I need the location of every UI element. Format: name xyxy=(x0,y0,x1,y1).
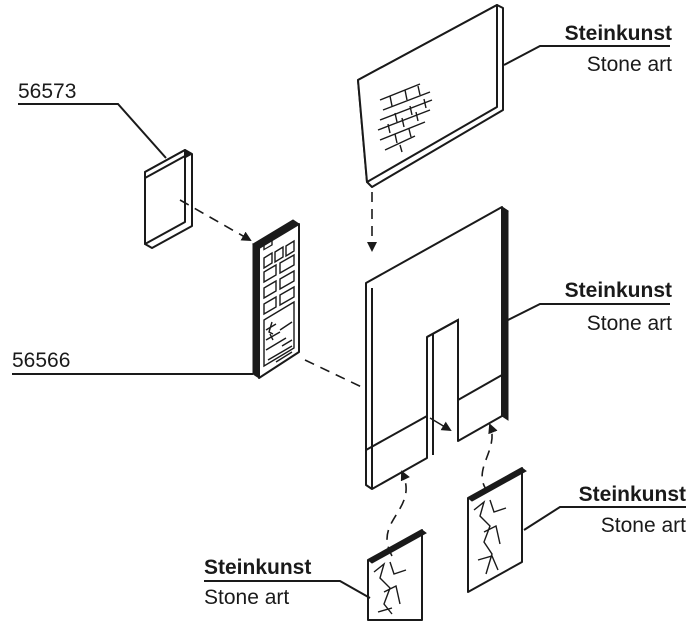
panel-56573 xyxy=(143,149,194,249)
label-mid-right-de: Steinkunst xyxy=(565,279,672,302)
stone-patch-bottom-left xyxy=(367,529,427,621)
label-top-right-en: Stone art xyxy=(587,53,672,76)
door-56566 xyxy=(252,219,300,379)
label-56573: 56573 xyxy=(18,80,76,103)
leader-top-right xyxy=(503,45,670,66)
assembly-arrow-panel xyxy=(179,199,252,241)
label-bottom-right-de: Steinkunst xyxy=(579,483,686,506)
arrow-opening xyxy=(429,417,452,432)
label-bottom-right-en: Stone art xyxy=(601,514,686,537)
assembly-arrow-bottom-right xyxy=(481,423,498,493)
stone-art-sheet-top xyxy=(357,4,504,188)
wall-with-opening xyxy=(365,206,509,490)
stone-patch-bottom-right xyxy=(467,467,527,593)
label-bottom-left-en: Stone art xyxy=(204,586,289,609)
label-top-right-de: Steinkunst xyxy=(565,22,672,45)
assembly-arrow-door xyxy=(304,359,369,391)
brick-pattern xyxy=(377,83,433,153)
door-windows xyxy=(263,233,273,251)
label-bottom-left-de: Steinkunst xyxy=(204,556,311,579)
leader-bottom-right xyxy=(523,506,686,531)
assembly-arrow-bottom-left xyxy=(386,470,410,557)
leader-mid-right xyxy=(507,303,670,321)
label-56566: 56566 xyxy=(12,349,70,372)
label-mid-right-en: Stone art xyxy=(587,312,672,335)
leader-56573 xyxy=(18,103,167,159)
leader-bottom-left xyxy=(204,580,371,599)
